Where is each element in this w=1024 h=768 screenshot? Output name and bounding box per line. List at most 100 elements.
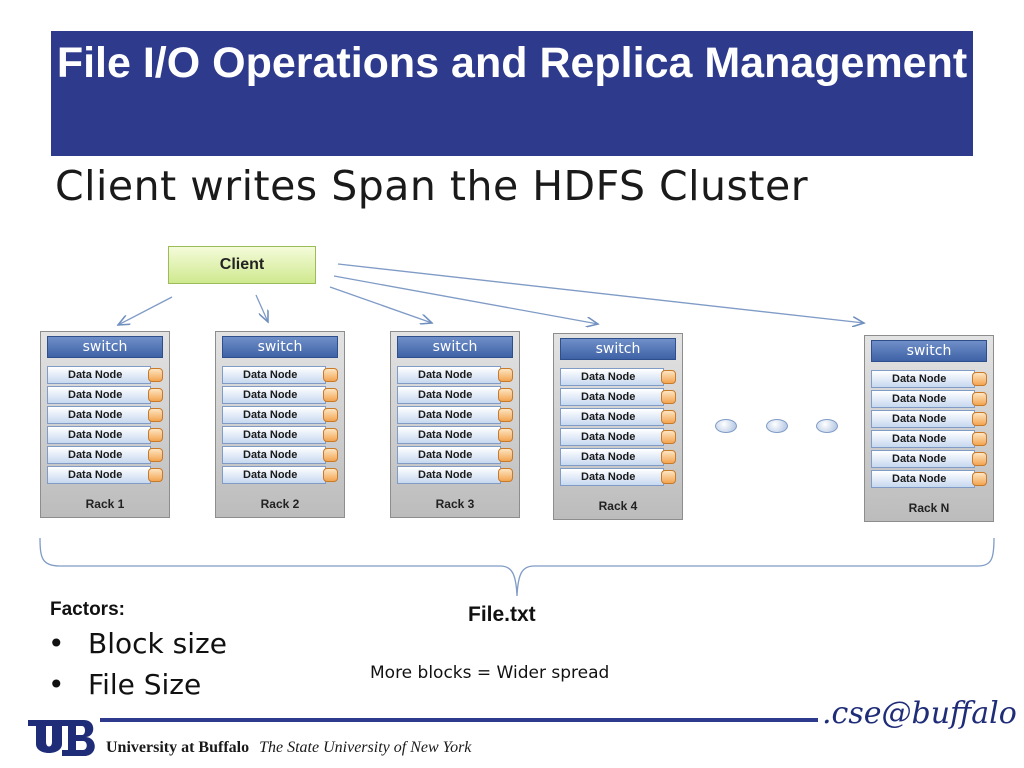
disk-icon xyxy=(661,390,676,404)
disk-icon xyxy=(972,432,987,446)
disk-icon xyxy=(148,448,163,462)
data-node-label: Data Node xyxy=(418,429,473,441)
data-node: Data Node xyxy=(47,466,163,484)
data-node-label: Data Node xyxy=(243,409,298,421)
data-node-label: Data Node xyxy=(892,453,947,465)
data-node: Data Node xyxy=(47,386,163,404)
data-node-label: Data Node xyxy=(892,413,947,425)
data-node: Data Node xyxy=(397,366,513,384)
rack-label: Rack 4 xyxy=(598,499,638,513)
data-node: Data Node xyxy=(871,370,987,388)
data-node-label: Data Node xyxy=(418,449,473,461)
factor-item: •File Size xyxy=(48,668,202,701)
data-node-label: Data Node xyxy=(68,429,123,441)
disk-icon xyxy=(661,470,676,484)
disk-icon xyxy=(323,448,338,462)
data-node: Data Node xyxy=(47,446,163,464)
data-node: Data Node xyxy=(397,406,513,424)
data-node: Data Node xyxy=(222,386,338,404)
disk-icon xyxy=(498,388,513,402)
data-node-label: Data Node xyxy=(581,371,636,383)
rack-label: Rack 2 xyxy=(260,497,300,511)
rack-label: Rack 1 xyxy=(85,497,125,511)
data-node: Data Node xyxy=(560,468,676,486)
data-node-label: Data Node xyxy=(68,449,123,461)
ellipsis-dot xyxy=(715,419,737,433)
rack-label: Rack 3 xyxy=(435,497,475,511)
data-node: Data Node xyxy=(871,430,987,448)
disk-icon xyxy=(323,428,338,442)
data-node-label: Data Node xyxy=(243,469,298,481)
data-node: Data Node xyxy=(47,426,163,444)
data-node: Data Node xyxy=(560,448,676,466)
factor-item-text: File Size xyxy=(88,668,202,701)
slide-subtitle: Client writes Span the HDFS Cluster xyxy=(55,162,809,210)
data-node-label: Data Node xyxy=(892,473,947,485)
disk-icon xyxy=(323,408,338,422)
data-node: Data Node xyxy=(222,426,338,444)
arrow-to-rack-3 xyxy=(329,286,432,323)
client-box: Client xyxy=(168,246,316,284)
disk-icon xyxy=(661,450,676,464)
data-node-label: Data Node xyxy=(581,411,636,423)
disk-icon xyxy=(972,412,987,426)
factor-item: •Block size xyxy=(48,627,227,660)
disk-icon xyxy=(148,428,163,442)
arrow-to-rack-4 xyxy=(333,275,598,324)
data-node: Data Node xyxy=(397,466,513,484)
file-brace xyxy=(39,537,995,597)
data-node-label: Data Node xyxy=(418,369,473,381)
university-name: University at Buffalo xyxy=(106,739,250,756)
factor-item-text: Block size xyxy=(88,627,227,660)
rack-switch: switch xyxy=(560,338,676,360)
data-node: Data Node xyxy=(560,428,676,446)
data-node: Data Node xyxy=(397,426,513,444)
data-node: Data Node xyxy=(222,366,338,384)
ellipsis-dot xyxy=(816,419,838,433)
data-node: Data Node xyxy=(47,406,163,424)
data-node: Data Node xyxy=(222,466,338,484)
data-node-label: Data Node xyxy=(243,449,298,461)
data-node: Data Node xyxy=(222,446,338,464)
arrow-to-rack-2 xyxy=(255,294,268,322)
data-node-label: Data Node xyxy=(243,389,298,401)
data-node-label: Data Node xyxy=(68,409,123,421)
disk-icon xyxy=(323,468,338,482)
data-node-label: Data Node xyxy=(68,469,123,481)
disk-icon xyxy=(498,408,513,422)
arrow-to-rack-n xyxy=(337,263,864,323)
data-node-label: Data Node xyxy=(892,433,947,445)
data-node-label: Data Node xyxy=(581,471,636,483)
data-node: Data Node xyxy=(871,470,987,488)
data-node: Data Node xyxy=(871,410,987,428)
data-node-label: Data Node xyxy=(892,373,947,385)
data-node: Data Node xyxy=(222,406,338,424)
cse-buffalo-brand: .cse@buffalo xyxy=(822,696,1017,731)
data-node: Data Node xyxy=(397,446,513,464)
ub-logo-icon xyxy=(28,720,95,756)
data-node-label: Data Node xyxy=(243,429,298,441)
disk-icon xyxy=(498,368,513,382)
data-node: Data Node xyxy=(560,388,676,406)
data-node: Data Node xyxy=(560,408,676,426)
data-node-label: Data Node xyxy=(68,369,123,381)
rack-switch: switch xyxy=(47,336,163,358)
data-node-label: Data Node xyxy=(68,389,123,401)
rack-switch: switch xyxy=(222,336,338,358)
data-node: Data Node xyxy=(560,368,676,386)
disk-icon xyxy=(972,452,987,466)
rack-label: Rack N xyxy=(908,501,950,515)
disk-icon xyxy=(661,410,676,424)
footer-rule xyxy=(100,718,818,722)
disk-icon xyxy=(148,408,163,422)
data-node-label: Data Node xyxy=(892,393,947,405)
data-node-label: Data Node xyxy=(581,431,636,443)
ellipsis-dot xyxy=(766,419,788,433)
disk-icon xyxy=(148,388,163,402)
